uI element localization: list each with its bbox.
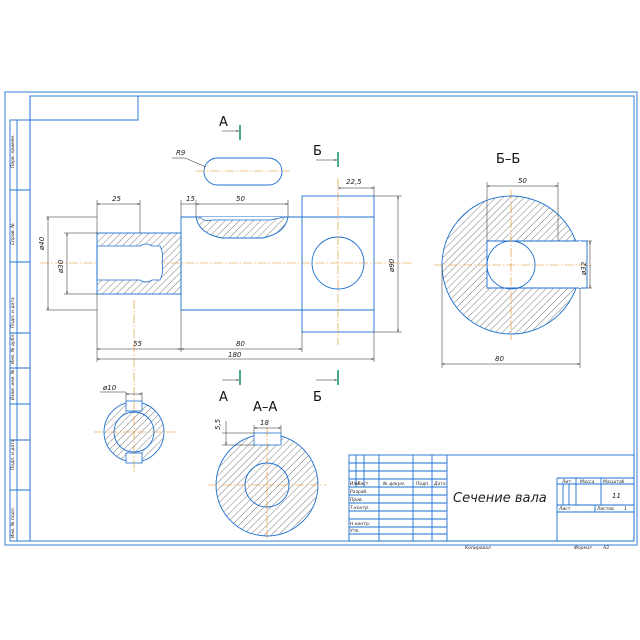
dim-len55: 55 [133,340,142,348]
tb-utv: Утв. [350,528,359,534]
side-label-6: Инв. № подл. [10,507,16,538]
cut-a-top: А [219,115,228,130]
dim-r9: R9 [176,149,186,157]
dim-len180: 180 [228,351,242,359]
tb-sheet-number: 11 [612,492,621,500]
footer-kopiroval: Копировал [465,545,491,551]
bb-dim-80: 80 [495,355,504,363]
tb-list: Лист [356,481,369,487]
tb-izm: Изм [350,481,360,487]
tb-podp: Подп. [416,481,430,487]
aa-dim-5-5: 5,5 [214,418,222,430]
side-label-3: Инв. № дубл. [10,333,16,364]
cut-b-top: Б [313,144,322,159]
dim-d40: ø40 [38,236,46,251]
tb-listov: Листов [596,506,614,512]
footer-format-val: А3 [602,545,609,551]
side-label-4: Взам. инв. № [10,369,16,400]
side-label-1: Справ. № [10,223,16,245]
tb-listov-val: 1 [624,506,627,512]
outer-frame [4,91,638,546]
section-aa-label: А–А [253,400,277,415]
dim-len80: 80 [236,340,245,348]
cut-b-bottom: Б [313,390,322,405]
dim-d10: ø10 [102,384,117,392]
footer-format: Формат [574,545,593,551]
section-bb-label: Б–Б [496,152,520,167]
title-block: Изм Лист № докум. Подп. Дата Разраб. Про… [348,454,635,542]
dim-len50: 50 [236,195,245,203]
tb-data: Дата [433,481,446,487]
shaft-main-view: ø40 ø30 25 15 50 22,5 ø90 55 [38,178,412,362]
top-left-stamp [29,96,139,121]
tb-list2: Лист [558,506,571,512]
dim-len15: 15 [186,195,195,203]
tb-t-kontr: Т.контр. [350,505,370,511]
dim-d90: ø90 [388,258,396,273]
drawing-title: Сечение вала [453,491,547,506]
side-label-2: Подп. и дата [10,297,16,328]
bb-dim-50: 50 [518,177,527,185]
footer: Копировал Формат А3 [465,545,609,551]
tb-razrab: Разраб. [350,489,368,495]
section-bb: Б–Б 50 ø32 80 [434,152,592,368]
keyway-section [195,216,289,239]
tb-prov: Пров. [350,497,363,503]
dim-len22-5: 22,5 [346,178,362,186]
dim-d30: ø30 [57,259,65,274]
section-aa: А–А 18 5,5 [208,400,326,540]
section-d10: ø10 [94,300,175,472]
cut-markers: А Б А Б [219,115,339,405]
tb-doc-no: № докум. [382,481,405,487]
cut-a-bottom: А [219,390,228,405]
tb-masshtab: Масштаб [603,479,625,485]
key-slot-view: R9 [172,149,290,186]
aa-dim-18: 18 [260,419,269,427]
side-label-5: Подп. и дата [10,439,16,470]
tb-lit: Лит. [561,479,572,485]
bb-dim-d32: ø32 [580,261,588,276]
tb-massa: Масса [580,479,595,485]
dim-len25: 25 [112,195,121,203]
tb-n-kontr: Н.контр. [350,521,370,527]
side-label-0: Перв. примен. [10,134,16,168]
left-margin-strip: Перв. примен. Справ. № Подп. и дата Инв.… [9,119,31,542]
